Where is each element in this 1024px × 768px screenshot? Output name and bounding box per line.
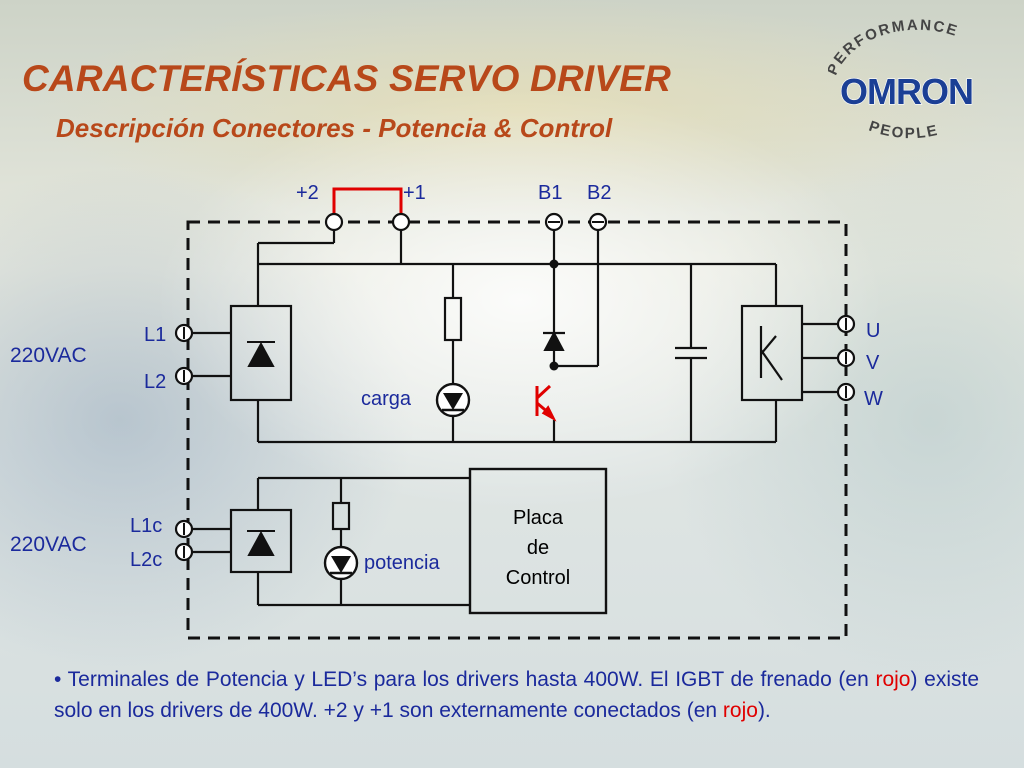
- label-plus1: +1: [403, 182, 426, 204]
- label-l1c: L1c: [130, 515, 162, 537]
- label-b2: B2: [587, 182, 611, 204]
- logo-brand-text: OMRON: [840, 71, 973, 112]
- label-carga: carga: [361, 388, 412, 410]
- label-b1: B1: [538, 182, 562, 204]
- slide-subtitle: Descripción Conectores - Potencia & Cont…: [56, 113, 613, 143]
- control-board-line2: de: [527, 537, 549, 559]
- label-plus2: +2: [296, 182, 319, 204]
- omron-logo: PERFORMANCE OMRON PEOPLE: [828, 18, 975, 142]
- resistor-carga: [443, 296, 463, 342]
- led-potencia-icon: [323, 545, 359, 581]
- note-text-1: Terminales de Potencia y LED’s para los …: [61, 668, 876, 691]
- control-board-box: [468, 467, 608, 615]
- note-text-2: ) existe solo en los drivers de 400W. +2…: [54, 668, 980, 722]
- bullet: •: [54, 668, 62, 691]
- control-board-line3: Control: [506, 567, 570, 589]
- control-board-line1: Placa: [513, 507, 564, 529]
- terminal-plus2: [324, 212, 344, 232]
- external-jumper-red: [332, 187, 403, 214]
- label-w: W: [864, 388, 883, 410]
- label-u: U: [866, 320, 880, 342]
- note-red-word-1: rojo: [875, 668, 911, 691]
- control-rectifier-block: [229, 508, 293, 574]
- resistor-potencia: [331, 501, 351, 531]
- label-l2: L2: [144, 371, 166, 393]
- label-control-voltage: 220VAC: [10, 533, 87, 556]
- note-red-word-2: rojo: [722, 699, 758, 722]
- inverter-block: [740, 304, 804, 402]
- label-power-voltage: 220VAC: [10, 344, 87, 367]
- label-l2c: L2c: [130, 549, 162, 571]
- label-potencia: potencia: [364, 552, 440, 574]
- terminal-plus1: [391, 212, 411, 232]
- label-v: V: [866, 352, 880, 374]
- driver-enclosure: [186, 220, 848, 640]
- rectifier-block: [229, 304, 293, 402]
- led-carga-icon: [435, 382, 471, 418]
- description-note: • Terminales de Potencia y LED’s para lo…: [54, 664, 979, 726]
- slide-title: CARACTERÍSTICAS SERVO DRIVER: [22, 58, 672, 99]
- note-text-3: ).: [757, 699, 771, 722]
- braking-igbt-icon: [535, 384, 557, 422]
- servo-driver-circuit-diagram: +2 +1 B1 B2 220VAC L1 L2 220VAC L1c L2c …: [10, 182, 883, 640]
- label-l1: L1: [144, 324, 166, 346]
